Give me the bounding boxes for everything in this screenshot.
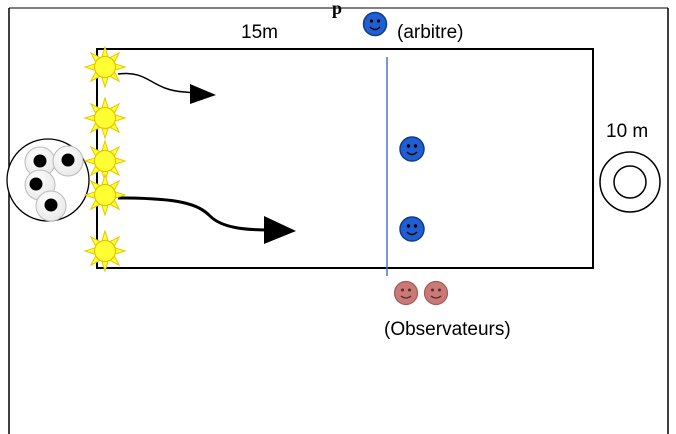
player-sun-icon-3 (83, 139, 127, 183)
movement-arrow-icon-2 (117, 196, 296, 244)
player-sun-icon-2 (83, 96, 127, 140)
playing-field (96, 48, 594, 269)
referee-label: (arbitre) (397, 22, 464, 43)
observers-label: (Observateurs) (384, 319, 511, 340)
observer-smiley-icon-2 (423, 280, 449, 306)
target-concentric-circles-icon (599, 151, 661, 213)
referee-smiley-icon (362, 11, 388, 37)
diagram-title: p (332, 0, 342, 18)
field-length-label: 15m (241, 22, 278, 43)
movement-arrow-icon-1 (117, 72, 216, 104)
field-smiley-icon-2 (399, 216, 425, 242)
player-sun-icon-5 (83, 229, 127, 273)
bowls-ball-group-icon (6, 138, 90, 222)
observer-smiley-icon-1 (393, 280, 419, 306)
target-distance-label: 10 m (606, 121, 648, 142)
player-sun-icon-4 (83, 173, 127, 217)
field-smiley-icon-1 (399, 136, 425, 162)
player-sun-icon-1 (83, 45, 127, 89)
